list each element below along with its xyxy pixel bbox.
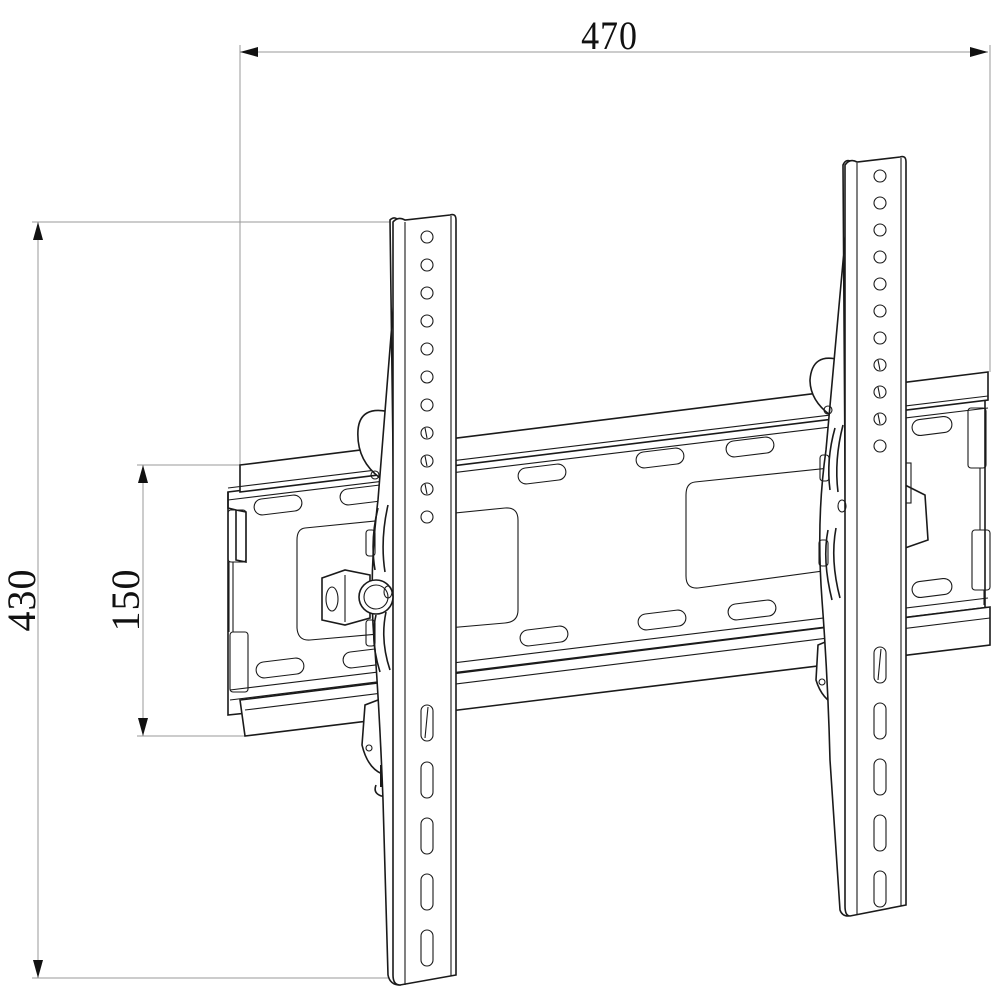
arrow-up-icon bbox=[138, 465, 148, 483]
left-round-holes bbox=[420, 230, 434, 524]
dimension-label-width: 470 bbox=[581, 13, 638, 58]
dimension-label-height: 430 bbox=[0, 568, 44, 632]
left-upright bbox=[321, 213, 457, 986]
cutout-left bbox=[296, 507, 519, 641]
dimension-430 bbox=[32, 221, 455, 979]
cutout-right bbox=[685, 467, 831, 589]
dimension-150 bbox=[137, 464, 245, 737]
tilt-knob bbox=[321, 569, 394, 626]
arrow-right-icon bbox=[970, 47, 988, 57]
left-slot-holes bbox=[420, 704, 434, 967]
arrow-down-icon bbox=[138, 718, 148, 736]
arrow-left-icon bbox=[240, 47, 258, 57]
dimension-label-plate-height: 150 bbox=[103, 568, 148, 632]
dimension-470 bbox=[239, 45, 991, 465]
right-slot-holes bbox=[873, 646, 887, 908]
right-upright bbox=[809, 155, 929, 917]
arrow-down-icon bbox=[33, 960, 43, 978]
right-round-holes bbox=[873, 169, 887, 453]
arrow-up-icon bbox=[33, 222, 43, 240]
